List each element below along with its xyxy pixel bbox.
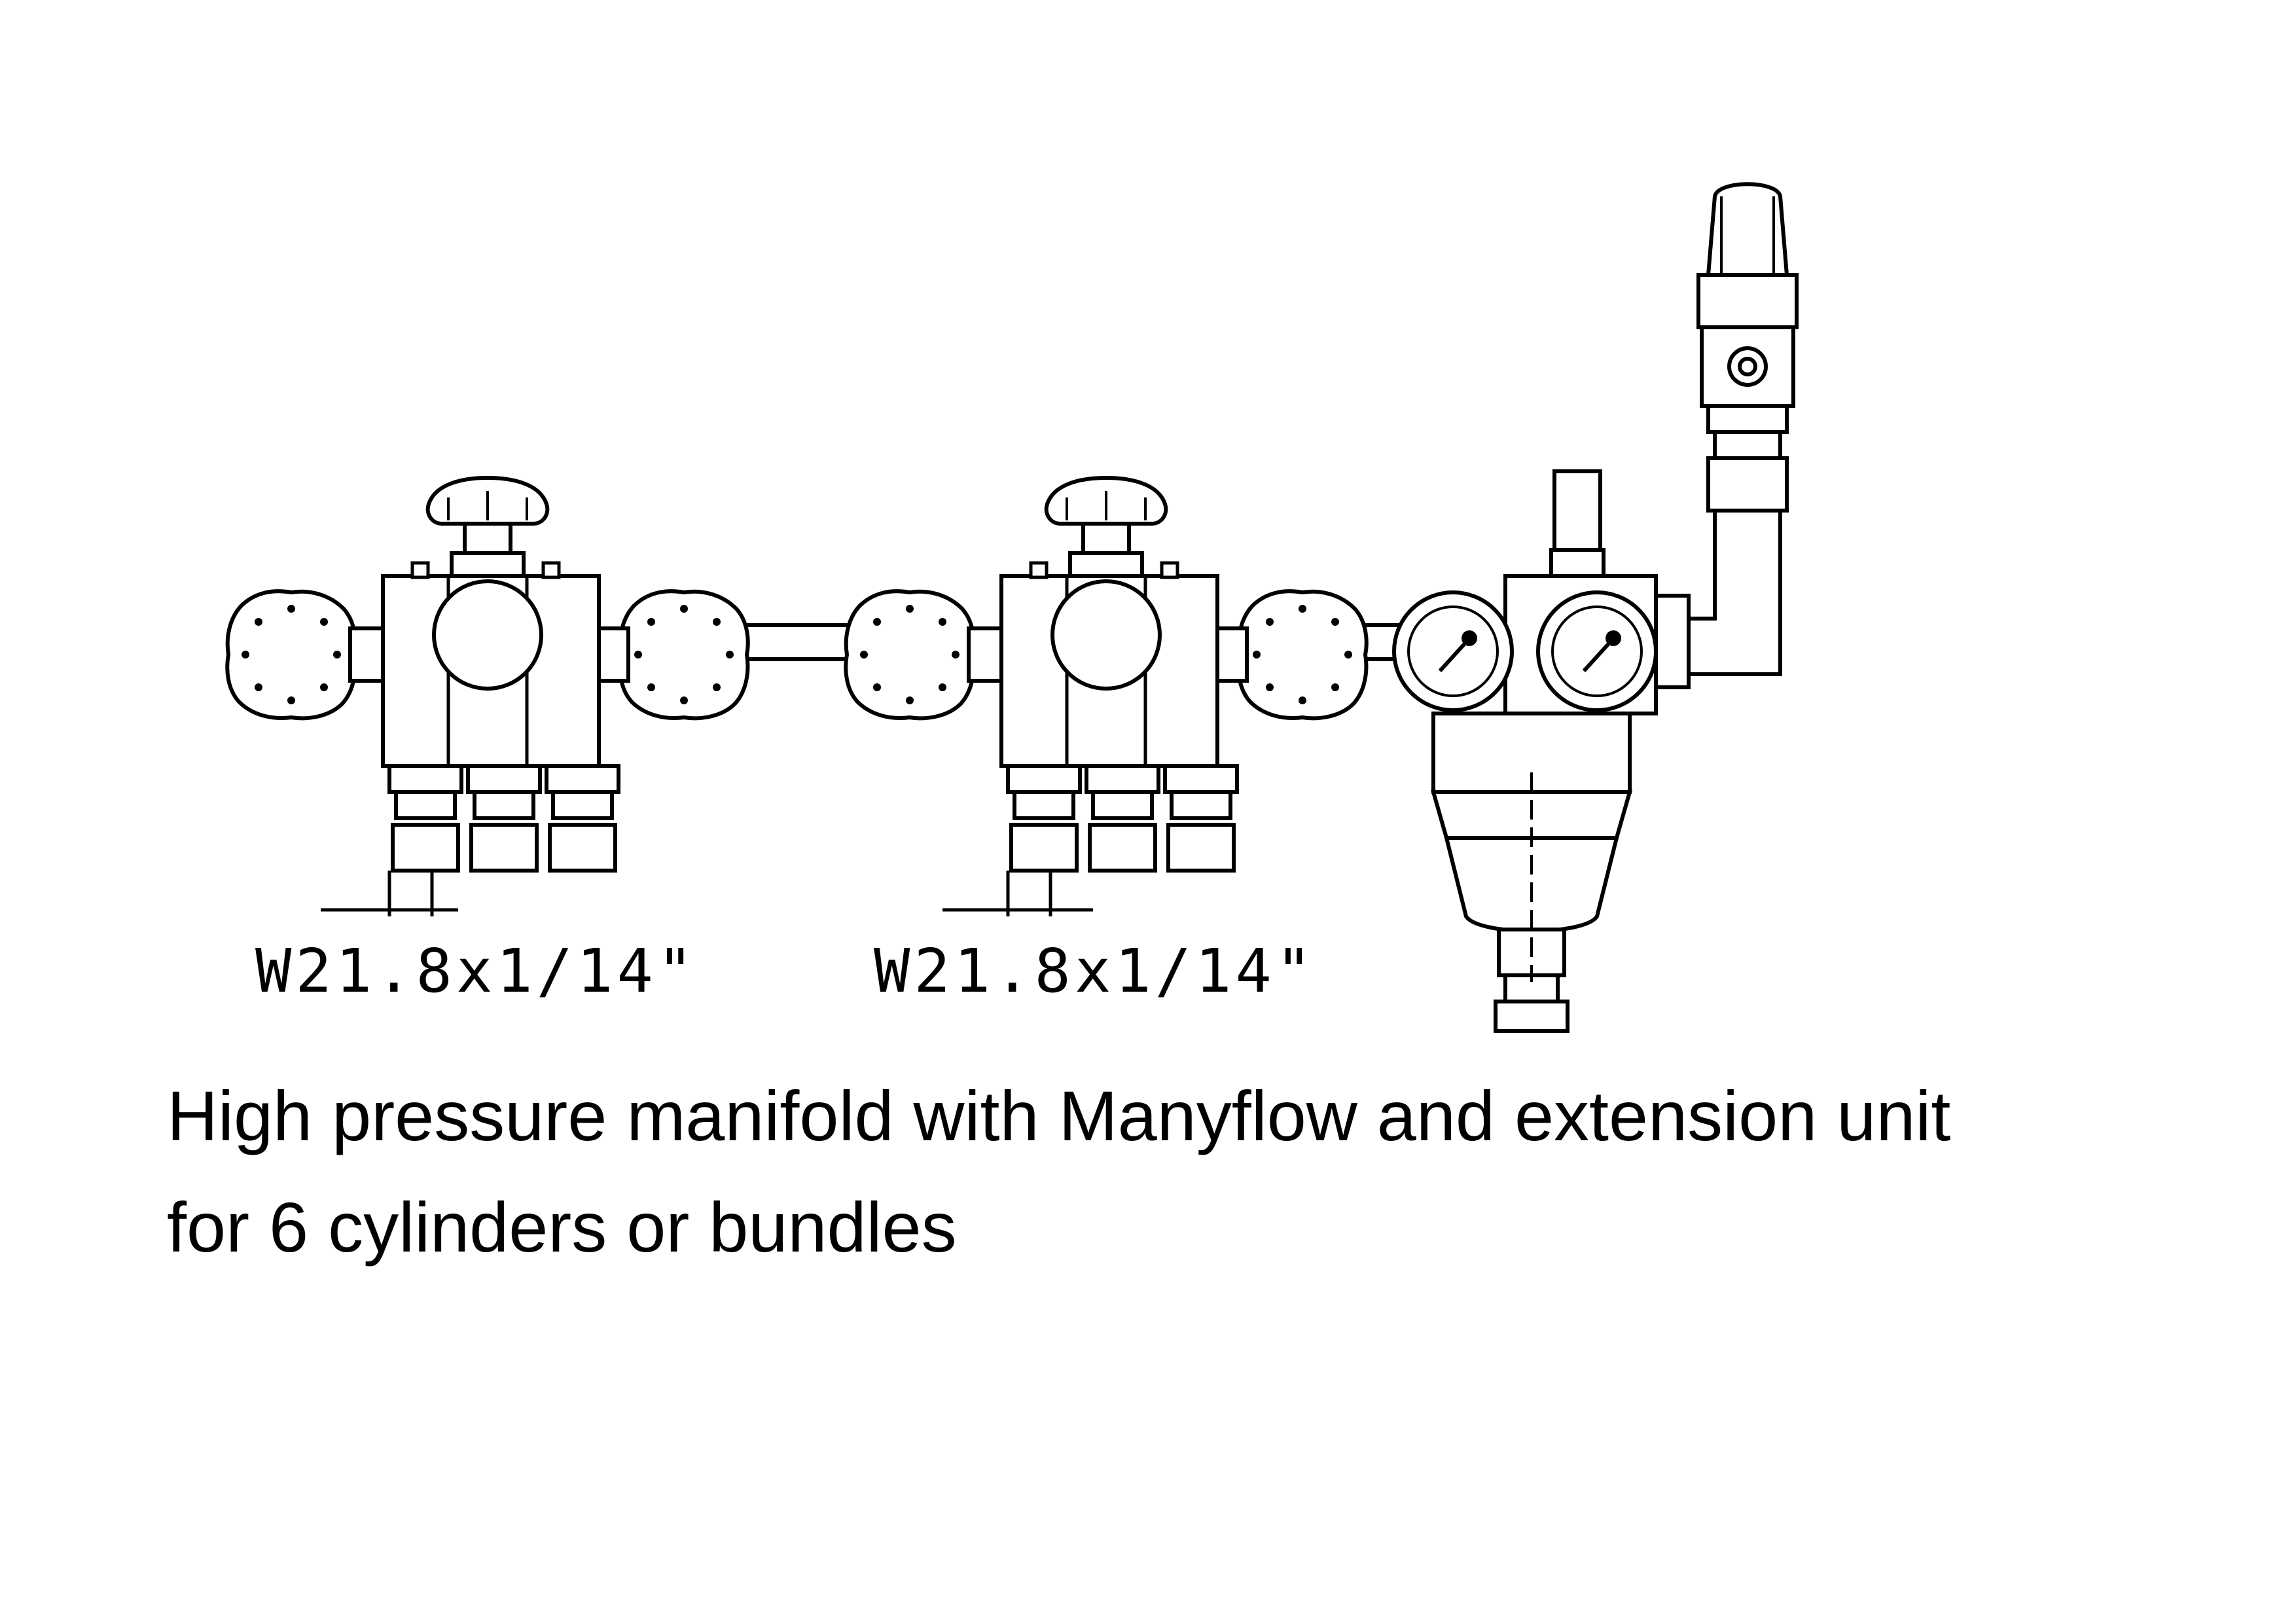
thread-label-right: W21.8x1/14" <box>874 936 1316 1006</box>
dimension-right <box>942 871 1093 916</box>
caption-line-2: for 6 cylinders or bundles <box>167 1187 957 1267</box>
dimension-left <box>321 871 458 916</box>
pressure-gauge-left <box>1392 590 1514 712</box>
manifold-block-left <box>227 478 747 871</box>
thread-label-left: W21.8x1/14" <box>255 936 697 1006</box>
pressure-regulator <box>1431 469 1658 1033</box>
shutoff-valve <box>1654 182 1799 689</box>
pressure-gauge-right <box>1536 590 1658 712</box>
diagram-caption: High pressure manifold with Manyflow and… <box>167 1060 2196 1283</box>
caption-line-1: High pressure manifold with Manyflow and… <box>167 1076 1951 1155</box>
manifold-block-right <box>846 478 1366 871</box>
